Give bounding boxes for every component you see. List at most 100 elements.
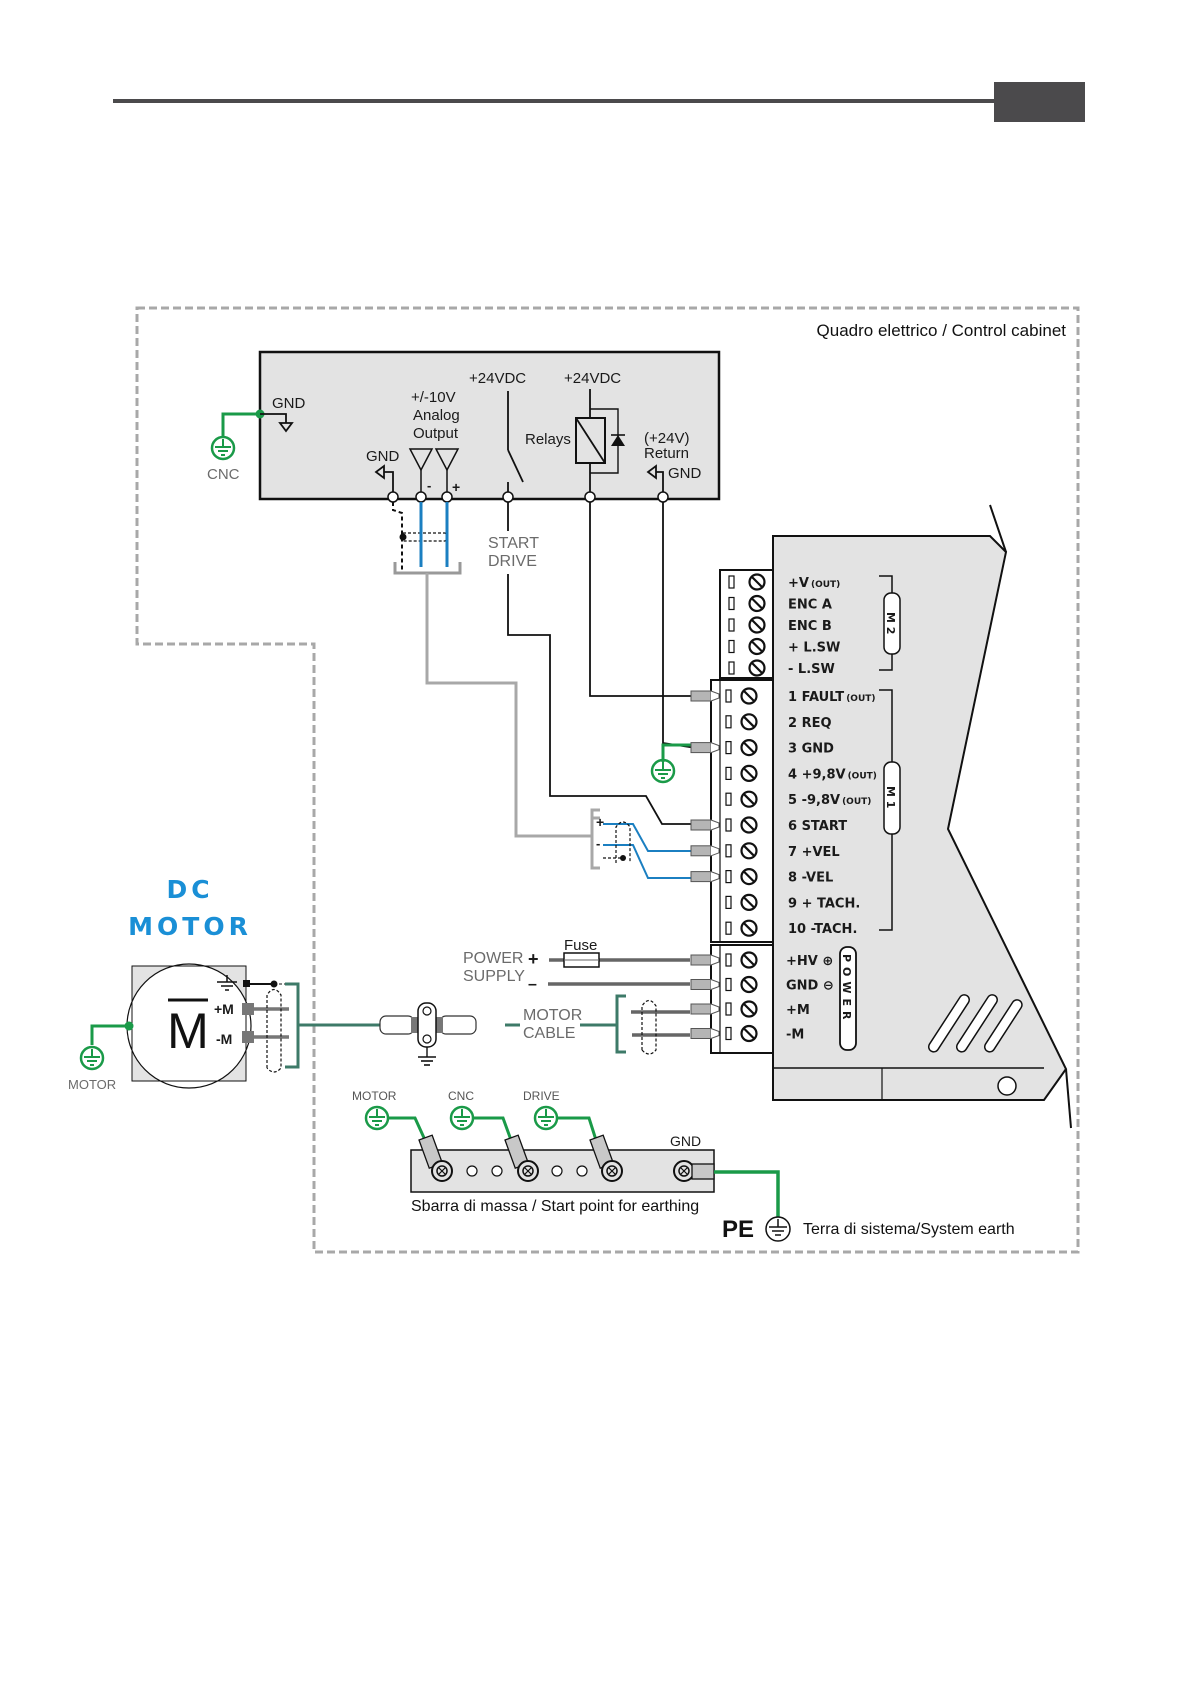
m1-terminal-2[interactable]: 2 REQ: [725, 713, 832, 731]
m1-terminal-4[interactable]: 4 +9,8V(OUT): [725, 764, 877, 783]
m1-terminal-8-label: 8 -VEL: [788, 871, 833, 886]
terminal-screw-icon: [740, 764, 758, 783]
header-page-tab: [994, 82, 1085, 122]
m1-terminal-3-label: 3 GND: [788, 742, 834, 757]
earth-drive-icon: [533, 1105, 559, 1131]
start-switch-icon: [507, 449, 524, 483]
m1-terminal-6-label: 6 START: [788, 819, 847, 834]
analog-plus-sign: +: [452, 479, 460, 495]
m1-terminal-6[interactable]: 6 START: [690, 816, 847, 835]
cnc-gnd-label: GND: [272, 395, 306, 412]
motor-earth-icon: [79, 1045, 105, 1071]
analog-label-3: Output: [413, 425, 459, 442]
fuse-label: Fuse: [564, 937, 597, 954]
gnd-icon: [278, 422, 294, 433]
m2-terminal-1[interactable]: +V(OUT): [728, 573, 840, 592]
terminal-screw-icon: [740, 842, 758, 860]
terminal-screw-icon: [740, 1024, 758, 1043]
motor-plus-m: +M: [214, 1001, 234, 1017]
power-terminal-4[interactable]: -M: [690, 1024, 804, 1043]
wire-ferrule-icon: [690, 690, 720, 702]
m2-terminal-3-label: ENC B: [788, 619, 832, 634]
servo-drive: +V(OUT) ENC A ENC B + L.SW - L.SW 1 FAULT(OUT…: [690, 504, 1072, 1129]
vdc-label-1: +24VDC: [469, 370, 526, 387]
terminal-screw-icon: [740, 1000, 758, 1018]
terminal-screw-icon: [740, 975, 758, 994]
wire-ferrule-icon: [690, 742, 720, 754]
power-supply: POWER SUPPLY + – Fuse: [463, 937, 690, 993]
m2-terminal-5-label: - L.SW: [788, 662, 835, 677]
return-gnd-label: GND: [668, 465, 702, 482]
start-drive-label-2: DRIVE: [488, 553, 537, 570]
motor-earth-label: MOTOR: [68, 1077, 116, 1092]
earth-bar-gnd-label: GND: [670, 1133, 701, 1149]
wire-ferrule-icon: [690, 954, 720, 966]
svg-text:-: -: [596, 836, 600, 851]
vdc-label-2: +24VDC: [564, 370, 621, 387]
system-earth-icon: [765, 1216, 791, 1242]
m1-terminal-1[interactable]: 1 FAULT(OUT): [690, 687, 876, 706]
m1-badge: [883, 761, 901, 835]
terminal-screw-icon: [748, 594, 766, 613]
power-supply-label-1: POWER: [463, 950, 523, 967]
power-terminal-4-label: -M: [786, 1028, 804, 1043]
m2-terminal-3[interactable]: ENC B: [728, 616, 832, 635]
header-rule: [113, 99, 995, 103]
analog-label-2: Analog: [413, 407, 460, 424]
return-label-2: Return: [644, 445, 689, 462]
power-terminal-2-label: GND ⊖: [786, 979, 834, 994]
analog-minus-sign: -: [427, 478, 431, 493]
power-terminal-2[interactable]: GND ⊖: [690, 975, 834, 994]
return-label-1: (+24V): [644, 430, 689, 447]
m1-terminal-1-label: 1 FAULT(OUT): [788, 690, 876, 705]
power-supply-plus: +: [528, 949, 539, 969]
earth-bar-label: Sbarra di massa / Start point for earthi…: [411, 1198, 699, 1215]
m1-terminal-9[interactable]: 9 + TACH.: [725, 893, 860, 912]
vel-signal-cable: + -: [590, 808, 696, 879]
m1-terminal-4-label: 4 +9,8V(OUT): [788, 767, 877, 782]
terminal-screw-icon: [748, 659, 766, 677]
m2-label: M 2: [884, 612, 897, 634]
motor-symbol: M: [167, 1003, 209, 1059]
gnd-wire: [662, 502, 697, 749]
earth-cnc-icon: [449, 1105, 475, 1131]
m2-terminal-5[interactable]: - L.SW: [728, 659, 835, 678]
terminal-screw-icon: [740, 893, 758, 912]
terminal-screw-icon: [748, 616, 766, 634]
dc-motor: DC MOTOR M +M -M MOTOR: [68, 875, 300, 1092]
m2-terminal-1-label: +V(OUT): [788, 576, 840, 591]
terminal-screw-icon: [748, 637, 766, 656]
m1-terminal-7[interactable]: 7 +VEL: [690, 842, 840, 860]
terminal-screw-icon: [748, 573, 766, 591]
power-terminal-1[interactable]: +HV ⊕: [690, 951, 833, 970]
svg-text:+: +: [596, 814, 604, 830]
cnc-earth-icon: [210, 435, 236, 461]
m1-terminal-10-label: 10 -TACH.: [788, 922, 857, 937]
m1-terminal-3[interactable]: 3 GND: [690, 738, 834, 757]
m1-terminal-5[interactable]: 5 -9,8V(OUT): [725, 790, 871, 809]
power-supply-label-2: SUPPLY: [463, 968, 525, 985]
m2-terminal-4-label: + L.SW: [788, 641, 840, 656]
drive-vents: [927, 994, 1023, 1053]
terminal-screw-icon: [740, 687, 758, 705]
m1-terminal-10[interactable]: 10 -TACH.: [725, 919, 857, 938]
wire-ferrule-icon: [690, 1003, 720, 1015]
terminal-screw-icon: [740, 816, 758, 834]
cnc-earth-label: CNC: [207, 466, 240, 483]
m1-label: M 1: [884, 786, 897, 808]
m1-terminal-5-label: 5 -9,8V(OUT): [788, 793, 871, 808]
cable-clamp-icon: [417, 1002, 437, 1048]
earth-motor-label: MOTOR: [352, 1089, 397, 1103]
motor-cable-label-1: MOTOR: [523, 1007, 582, 1024]
m1-terminal-7-label: 7 +VEL: [788, 845, 840, 860]
power-terminal-3[interactable]: +M: [690, 1000, 810, 1019]
m1-terminal-2-label: 2 REQ: [788, 716, 832, 731]
motor-cable-label-2: CABLE: [523, 1025, 575, 1042]
m2-terminal-2[interactable]: ENC A: [728, 594, 832, 613]
amplifier-plus-icon: [434, 448, 460, 472]
m2-terminal-4[interactable]: + L.SW: [728, 637, 840, 656]
terminal-screw-icon: [740, 919, 758, 937]
m1-terminal-8[interactable]: 8 -VEL: [690, 867, 833, 886]
fault-wire: [589, 502, 696, 697]
